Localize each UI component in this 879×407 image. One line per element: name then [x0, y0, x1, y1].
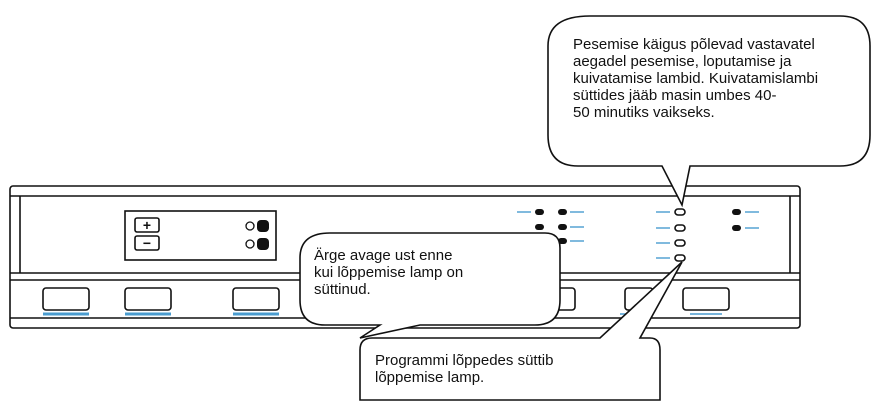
indicator-lamp-lower — [257, 238, 269, 250]
callout-line: Programmi lõppedes süttib — [375, 352, 554, 369]
indicator-ring-upper — [245, 221, 255, 231]
status-lamp — [674, 208, 686, 216]
lamp-group-left — [517, 209, 584, 244]
program-button-1[interactable] — [42, 287, 90, 311]
status-lamp — [732, 209, 741, 215]
status-lamp — [558, 238, 567, 244]
minus-button[interactable] — [134, 235, 160, 251]
plus-button[interactable] — [134, 217, 160, 233]
callout-text-middle: Ärge avage ust enne kui lõppemise lamp o… — [314, 247, 554, 298]
plus-icon: + — [143, 217, 151, 233]
status-lamp — [558, 209, 567, 215]
callout-line: 50 minutiks vaikseks. — [573, 104, 715, 121]
status-lamp — [558, 224, 567, 230]
indicator-lamp-upper — [257, 220, 269, 232]
callout-line: aegadel pesemise, loputamise ja — [573, 53, 792, 70]
callout-bubble-top — [547, 15, 871, 208]
callout-line: Ärge avage ust enne — [314, 247, 453, 264]
program-buttons — [42, 287, 730, 311]
callout-line: süttinud. — [314, 281, 371, 298]
display-unit: + − — [124, 210, 277, 261]
program-button-3[interactable] — [232, 287, 280, 311]
status-lamp — [732, 225, 741, 231]
program-button-2[interactable] — [124, 287, 172, 311]
status-lamp — [674, 239, 686, 247]
status-lamp — [674, 224, 686, 232]
status-lamp — [535, 209, 544, 215]
indicator-ring-lower — [245, 239, 255, 249]
end-lamp — [674, 254, 686, 262]
callout-line: lõppemise lamp. — [375, 369, 485, 386]
callout-line: Pesemise käigus põlevad vastavatel — [573, 36, 815, 53]
callout-bubble-bottom — [359, 261, 683, 401]
lamp-group-right — [732, 209, 759, 231]
callout-bubble-middle — [299, 232, 561, 339]
minus-icon: − — [143, 235, 151, 251]
callout-line: süttides jääb masin umbes 40- — [573, 87, 777, 104]
callout-text-top: Pesemise käigus põlevad vastavatel aegad… — [573, 36, 873, 121]
program-button-6[interactable] — [682, 287, 730, 311]
callout-line: kuivatamise lambid. Kuivatamislambi — [573, 70, 819, 87]
lamp-group-middle — [656, 208, 686, 262]
callout-line: kui lõppemise lamp on — [314, 264, 464, 281]
status-lamp — [535, 224, 544, 230]
callout-text-bottom: Programmi lõppedes süttib lõppemise lamp… — [375, 352, 655, 386]
